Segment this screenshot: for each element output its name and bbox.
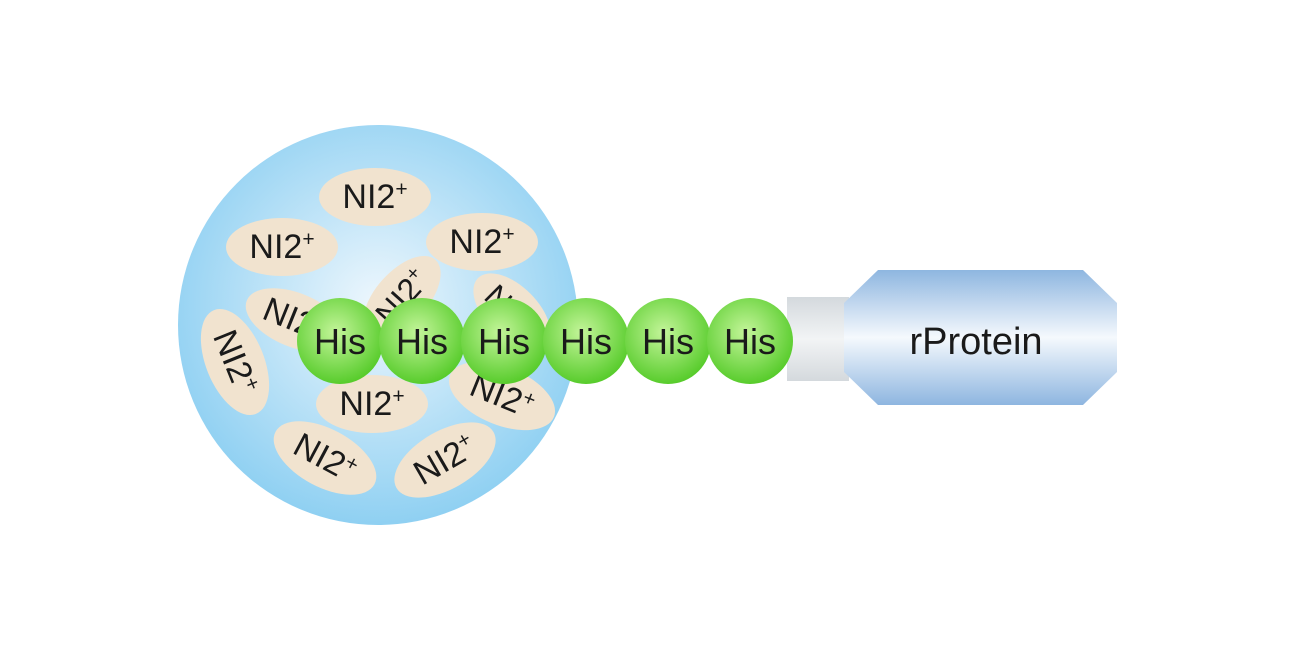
- ion-group: NI2+ NI2+ NI2+ NI2+: [200, 168, 556, 498]
- ion: NI2+: [426, 213, 538, 271]
- ion-label: NI2+: [339, 385, 404, 423]
- his-tag-chain: His His His His His His: [297, 298, 793, 384]
- recombinant-protein: rProtein: [844, 270, 1117, 405]
- his-residue-bead: [625, 298, 711, 384]
- ion: NI2+: [319, 168, 431, 226]
- ion: NI2+: [200, 308, 270, 416]
- linker-segment: [787, 297, 849, 381]
- his-residue-bead: [543, 298, 629, 384]
- ion-label: NI2+: [449, 223, 514, 261]
- his-residue-bead: [379, 298, 465, 384]
- his-residue-bead: [707, 298, 793, 384]
- his-residue-label: His: [478, 321, 530, 362]
- ion: NI2+: [316, 375, 428, 433]
- his-residue-label: His: [314, 321, 366, 362]
- his-residue: His: [707, 298, 793, 384]
- ion-label: NI2+: [249, 228, 314, 266]
- protein-label: rProtein: [909, 321, 1042, 363]
- protein-shape: [844, 270, 1117, 405]
- his-residue-label: His: [396, 321, 448, 362]
- his-residue-label: His: [724, 321, 776, 362]
- ion: NI2+: [394, 422, 496, 498]
- his-residue: His: [461, 298, 547, 384]
- his-residue-label: His: [642, 321, 694, 362]
- ion: NI2+: [273, 421, 377, 495]
- his-residue: His: [379, 298, 465, 384]
- his-residue: His: [625, 298, 711, 384]
- ion: NI2+: [226, 218, 338, 276]
- ion-label: NI2+: [342, 178, 407, 216]
- his-residue: His: [543, 298, 629, 384]
- his-residue-label: His: [560, 321, 612, 362]
- his-residue: His: [297, 298, 383, 384]
- his-residue-bead: [461, 298, 547, 384]
- his-residue-bead: [297, 298, 383, 384]
